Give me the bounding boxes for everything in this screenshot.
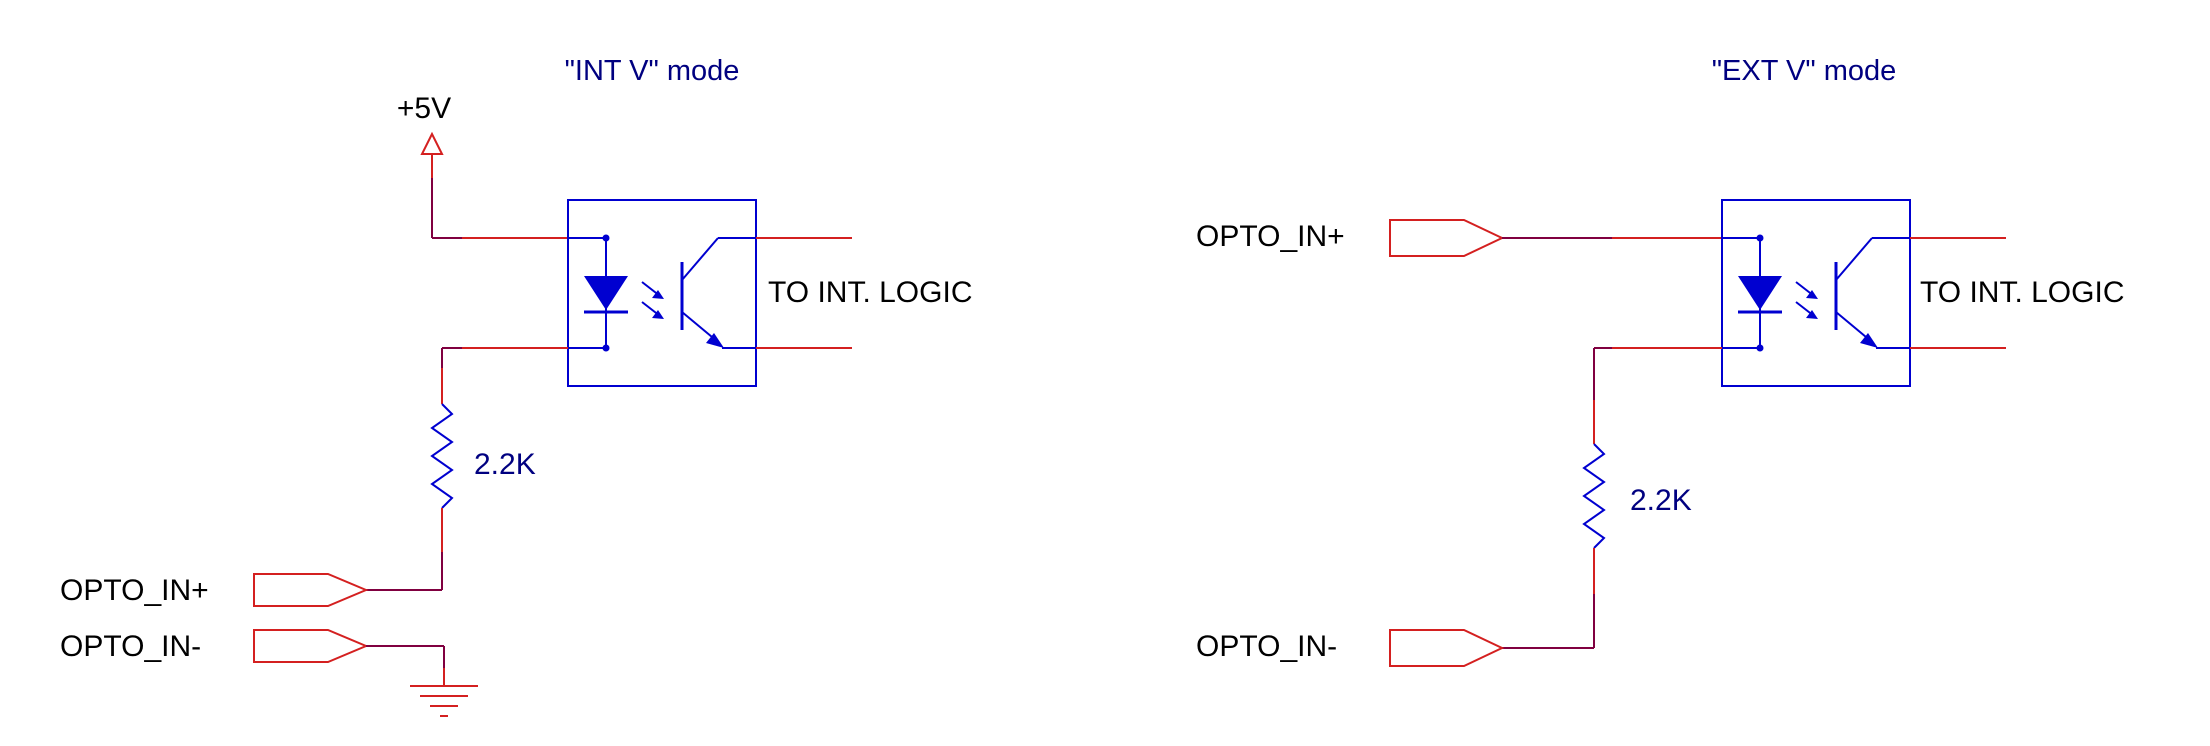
- light-arrowhead-1-icon: [652, 290, 664, 299]
- ext-opto-body: [1721, 199, 1911, 387]
- ext-optocoupler: [1721, 199, 1911, 387]
- ext-v-title: "EXT V" mode: [1712, 55, 1896, 87]
- ext-logic-label: TO INT. LOGIC: [1920, 276, 2124, 309]
- ext-v-diagram: "EXT V" mode OPTO_IN+: [1196, 55, 2124, 667]
- ext-resistor-icon: [1582, 443, 1606, 549]
- ext-opto-anode-dot: [1756, 234, 1764, 242]
- ext-transistor-collector: [1835, 237, 1873, 281]
- int-opto-in-minus-port-icon: [253, 629, 369, 663]
- ext-led-diode-icon: [1738, 276, 1782, 310]
- opto-anode-dot: [602, 234, 610, 242]
- ext-resistor-value: 2.2K: [1630, 484, 1692, 517]
- led-diode-icon: [584, 276, 628, 310]
- supply-arrow-icon: [420, 131, 444, 155]
- ext-opto-in-plus-port-icon: [1389, 219, 1505, 257]
- ext-opto-in-minus-label: OPTO_IN-: [1196, 630, 1337, 663]
- light-arrowhead-2-icon: [652, 310, 664, 319]
- emitter-arrow-icon: [706, 333, 724, 348]
- supply-5v-label: +5V: [397, 92, 451, 125]
- int-opto-in-plus-port-icon: [253, 573, 369, 607]
- int-resistor-value: 2.2K: [474, 448, 536, 481]
- int-opto-in-minus-label: OPTO_IN-: [60, 630, 201, 663]
- ext-opto-in-minus-port-icon: [1389, 629, 1505, 667]
- opto-body: [567, 199, 757, 387]
- int-optocoupler: [567, 199, 757, 387]
- ext-opto-cathode-dot: [1756, 344, 1764, 352]
- int-opto-in-plus-label: OPTO_IN+: [60, 574, 209, 607]
- transistor-collector: [681, 237, 719, 281]
- int-resistor-icon: [430, 403, 454, 509]
- int-v-title: "INT V" mode: [565, 55, 740, 87]
- opto-cathode-dot: [602, 344, 610, 352]
- int-logic-label: TO INT. LOGIC: [768, 276, 972, 309]
- ext-opto-in-plus-label: OPTO_IN+: [1196, 220, 1345, 253]
- ext-light-arrowhead-1-icon: [1806, 290, 1818, 299]
- int-v-diagram: "INT V" mode +5V: [60, 55, 972, 717]
- ext-light-arrowhead-2-icon: [1806, 310, 1818, 319]
- ext-emitter-arrow-icon: [1860, 333, 1878, 348]
- ground-icon: [410, 685, 478, 717]
